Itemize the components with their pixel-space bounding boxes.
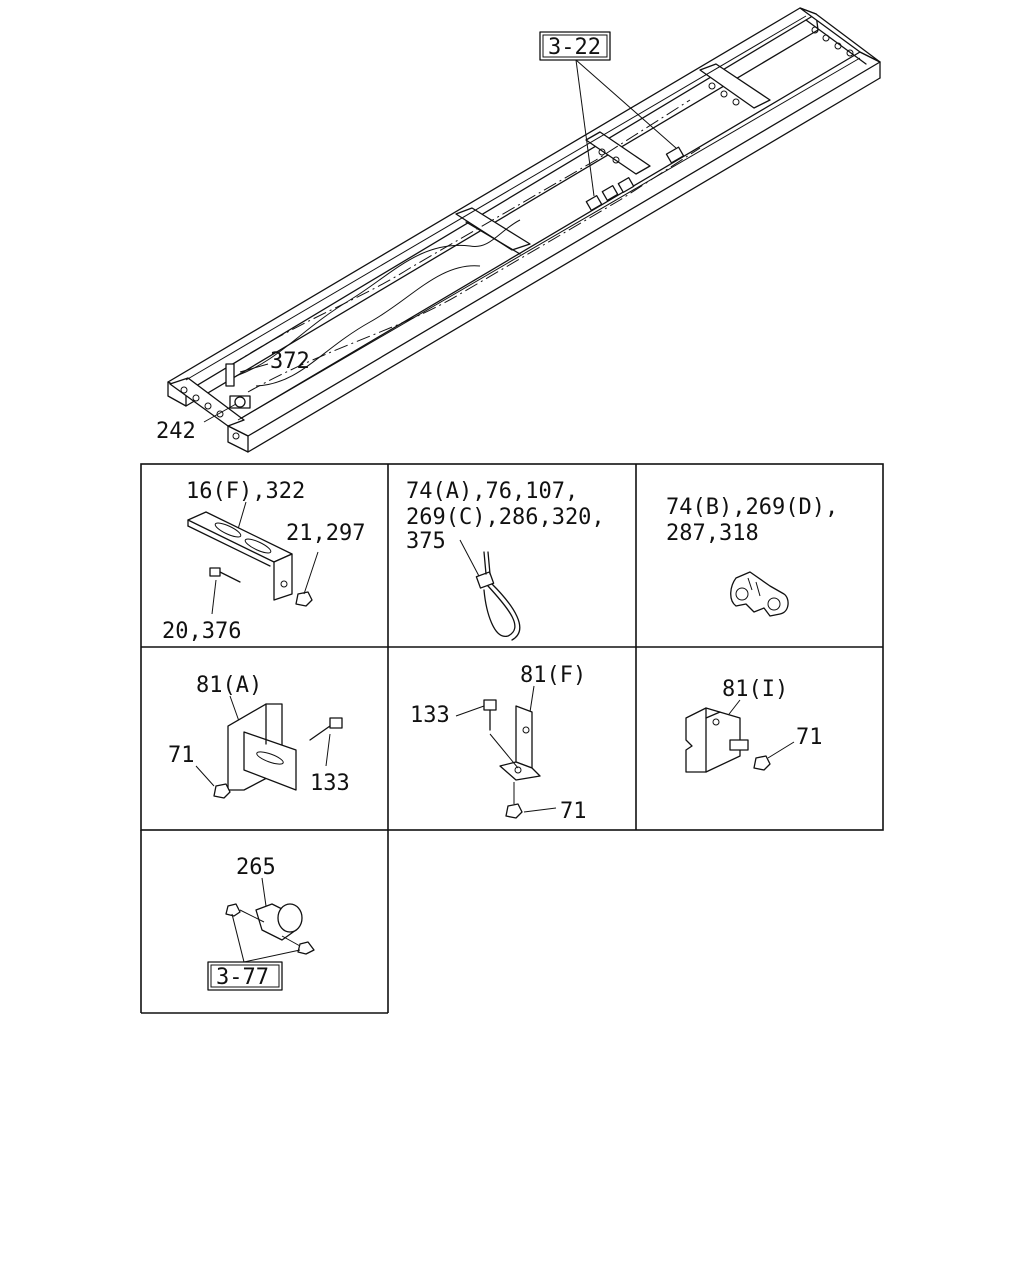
ref-box-3-22: 3-22	[539, 31, 677, 197]
callout-242: 242	[156, 419, 196, 444]
r2c1-label-c: 133	[310, 771, 350, 796]
callout-372: 372	[270, 349, 310, 374]
r2c1-label-a: 81(A)	[196, 673, 262, 698]
r1c3-line2: 287,318	[666, 521, 759, 546]
cell-double-clip: 74(B),269(D), 287,318	[666, 495, 838, 617]
ref-3-77-label: 3-77	[216, 965, 269, 990]
cell-bracket-81f: 81(F) 133 71	[410, 663, 587, 824]
r2c3-label-b: 71	[796, 725, 823, 750]
r1c2-line2: 269(C),286,320,	[406, 505, 605, 530]
r1c2-line1: 74(A),76,107,	[406, 479, 578, 504]
near-rail-top	[227, 51, 881, 437]
r3c1-label-a: 265	[236, 855, 276, 880]
r1c2-line3: 375	[406, 529, 446, 554]
r2c2-label-c: 71	[560, 799, 587, 824]
cell-bracket-81a: 81(A) 71 133	[168, 673, 350, 799]
r1c1-label-c: 20,376	[162, 619, 241, 644]
cell-bracket-81i: 81(I) 71	[685, 677, 823, 773]
cell-cable-tie: 74(A),76,107, 269(C),286,320, 375	[406, 479, 605, 641]
cell-bracket-16f: 16(F),322 21,297 20,376	[162, 479, 365, 644]
cell-clamp-265: 265 3-77	[207, 855, 315, 991]
r2c2-label-b: 133	[410, 703, 450, 728]
ref-3-22-label: 3-22	[548, 35, 601, 60]
r1c3-line1: 74(B),269(D),	[666, 495, 838, 520]
chassis-frame	[167, 7, 881, 453]
r2c1-label-b: 71	[168, 743, 195, 768]
r2c2-label-a: 81(F)	[520, 663, 586, 688]
r1c1-label-b: 21,297	[286, 521, 365, 546]
r2c3-label-a: 81(I)	[722, 677, 788, 702]
parts-grid	[140, 463, 884, 1014]
r1c1-label-a: 16(F),322	[186, 479, 305, 504]
